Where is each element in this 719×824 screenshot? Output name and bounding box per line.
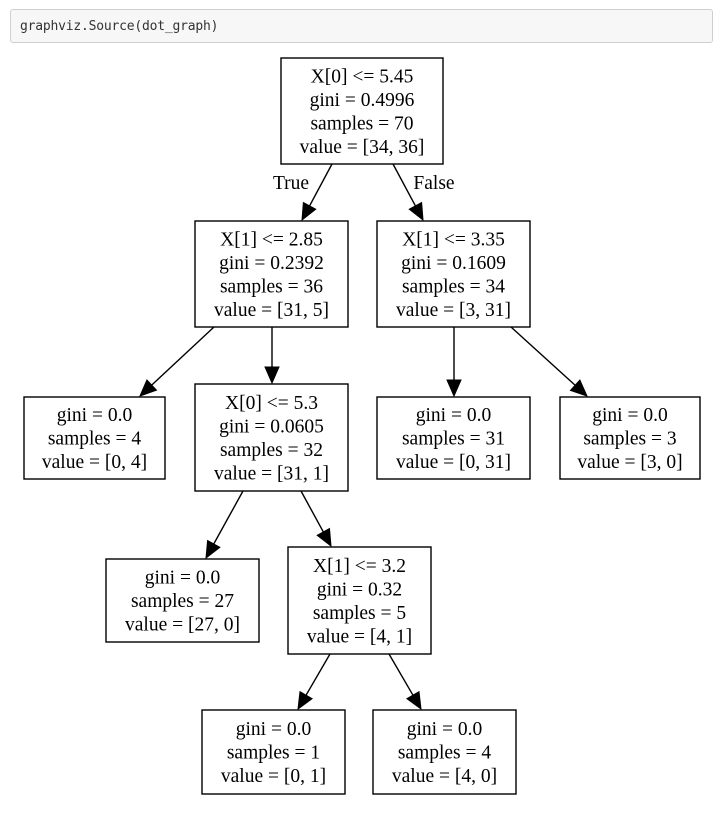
tree-node-line: gini = 0.0: [57, 405, 132, 426]
edge-label-true: True: [273, 173, 309, 194]
edge-n4-n7: [213, 490, 244, 545]
tree-node-line: gini = 0.0: [592, 405, 667, 426]
tree-node-line: gini = 0.32: [317, 579, 402, 600]
tree-node-line: samples = 70: [310, 113, 413, 134]
tree-node-box: [105, 558, 260, 643]
tree-node-box: [372, 709, 517, 795]
tree-node-line: gini = 0.0605: [219, 416, 324, 437]
tree-node-line: value = [4, 1]: [307, 626, 412, 647]
tree-node-line: X[1] <= 2.85: [220, 229, 323, 250]
tree-node-line: samples = 34: [402, 276, 505, 297]
edge-n0-n2: [392, 163, 417, 207]
tree-node-line: value = [0, 4]: [42, 452, 147, 473]
tree-node-line: samples = 4: [48, 429, 142, 450]
tree-node-box: [194, 220, 349, 328]
tree-node-line: value = [4, 0]: [392, 766, 497, 787]
tree-node-line: gini = 0.0: [145, 568, 220, 589]
tree-node-box: [194, 383, 349, 492]
tree-node-line: value = [0, 1]: [221, 766, 326, 787]
tree-node-line: value = [31, 1]: [214, 463, 329, 484]
edge-arrowhead-n0-n2: [408, 201, 424, 222]
tree-node-line: gini = 0.2392: [219, 253, 324, 274]
tree-node-line: gini = 0.0: [416, 405, 491, 426]
tree-node-line: samples = 4: [398, 743, 492, 764]
tree-node-box: [280, 57, 444, 165]
edge-arrowhead-n0-n1: [301, 201, 317, 222]
tree-node-line: samples = 31: [402, 429, 505, 450]
tree-node-line: gini = 0.1609: [401, 253, 506, 274]
tree-node-line: value = [34, 36]: [300, 137, 425, 158]
edge-n4-n8: [300, 490, 324, 533]
edge-arrowhead-n4-n8: [316, 527, 332, 548]
tree-node-box: [23, 396, 166, 480]
tree-node-line: gini = 0.4996: [310, 90, 415, 111]
edge-arrowhead-n8-n10: [405, 690, 422, 711]
edge-n1-n3: [151, 326, 215, 386]
tree-node-line: value = [0, 31]: [396, 452, 511, 473]
code-cell[interactable]: graphviz.Source(dot_graph): [10, 9, 713, 43]
tree-node-line: value = [31, 5]: [214, 300, 329, 321]
tree-node-box: [201, 709, 346, 795]
tree-node-line: samples = 3: [583, 429, 676, 450]
edge-arrowhead-n2-n6: [569, 379, 588, 397]
edge-n8-n9: [305, 653, 331, 696]
tree-node-box: [376, 220, 531, 328]
edge-n8-n10: [388, 653, 414, 696]
tree-node-line: value = [3, 31]: [396, 300, 511, 321]
tree-node-line: value = [27, 0]: [125, 615, 240, 636]
tree-node-box: [559, 396, 701, 480]
tree-node-line: gini = 0.0: [236, 719, 311, 740]
tree-node-box: [287, 546, 432, 655]
tree-node-line: X[1] <= 3.35: [402, 229, 505, 250]
edge-arrowhead-n1-n4: [264, 366, 280, 385]
tree-node-box: [376, 396, 531, 480]
tree-node-line: samples = 27: [131, 591, 234, 612]
tree-node-line: gini = 0.0: [407, 719, 482, 740]
edge-n0-n1: [308, 163, 333, 207]
edge-arrowhead-n8-n9: [297, 690, 314, 711]
tree-node-line: samples = 36: [220, 276, 323, 297]
tree-node-line: samples = 32: [220, 440, 323, 461]
code-cell-source: graphviz.Source(dot_graph): [20, 19, 219, 34]
edge-n2-n6: [510, 326, 576, 386]
edge-arrowhead-n4-n7: [205, 539, 221, 560]
tree-node-line: value = [3, 0]: [577, 452, 682, 473]
edge-arrowhead-n1-n3: [139, 379, 158, 397]
tree-node-line: X[1] <= 3.2: [313, 556, 406, 577]
tree-node-line: samples = 5: [313, 603, 406, 624]
edge-arrowhead-n2-n5: [446, 379, 462, 398]
edge-label-false: False: [413, 173, 454, 194]
tree-node-line: X[0] <= 5.3: [225, 393, 318, 414]
tree-node-line: samples = 1: [227, 743, 320, 764]
tree-node-line: X[0] <= 5.45: [311, 66, 414, 87]
